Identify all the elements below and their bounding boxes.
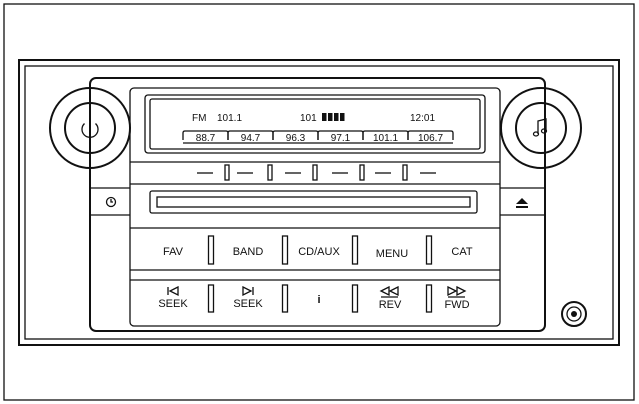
svg-text:FAV: FAV: [163, 246, 184, 258]
preset-divider: [267, 164, 273, 181]
fast-forward-icon: [447, 285, 467, 298]
eject-icon[interactable]: [516, 198, 528, 208]
preset-label: 96.3: [286, 133, 306, 144]
preset-tab: 97.1: [317, 130, 364, 144]
info-button[interactable]: i: [317, 294, 320, 306]
svg-text:CAT: CAT: [451, 246, 472, 258]
preset-divider: [359, 164, 365, 181]
menu-button[interactable]: MENU: [376, 248, 408, 260]
preset-label: 94.7: [241, 133, 261, 144]
svg-text:MENU: MENU: [376, 248, 408, 260]
fast-forward-button[interactable]: FWD: [444, 285, 470, 311]
svg-text:CD/AUX: CD/AUX: [298, 246, 340, 258]
preset-button-row: [197, 164, 436, 181]
signal-bar: [334, 113, 339, 121]
skip-forward-icon: [242, 285, 254, 297]
faceplate: [89, 77, 546, 332]
preset-label: 97.1: [331, 133, 351, 144]
signal-bar: [322, 113, 327, 121]
preset-tabs: 88.7 94.7 96.3 97.1 101.1 106.7: [182, 130, 454, 144]
music-note-icon: [532, 118, 548, 137]
svg-text:i: i: [317, 294, 320, 306]
lcd-frequency: 101.1: [217, 113, 242, 124]
lcd-band: FM: [192, 113, 206, 124]
button-divider: [281, 284, 289, 313]
button-divider: [351, 284, 359, 313]
power-icon: [81, 118, 99, 138]
button-divider: [425, 284, 433, 313]
aux-jack-icon[interactable]: [561, 301, 587, 327]
signal-bar: [340, 113, 345, 121]
button-divider: [281, 235, 289, 265]
bezel-outer: [18, 59, 620, 346]
faceplate-inner: [129, 87, 501, 327]
preset-label: 106.7: [418, 133, 443, 144]
button-divider: [425, 235, 433, 265]
skip-back-icon: [167, 285, 179, 297]
cd-slot: [149, 190, 478, 214]
button-divider: [207, 235, 215, 265]
svg-text:SEEK: SEEK: [158, 298, 188, 310]
button-divider: [351, 235, 359, 265]
preset-label: 101.1: [373, 133, 398, 144]
outer-frame: [3, 3, 635, 401]
rewind-button[interactable]: REV: [379, 285, 402, 311]
preset-tab: 94.7: [227, 130, 274, 144]
preset-divider: [402, 164, 408, 181]
signal-bar: [328, 113, 333, 121]
preset-divider: [224, 164, 230, 181]
seek-forward-button[interactable]: SEEK: [233, 285, 263, 310]
svg-text:REV: REV: [379, 299, 402, 311]
power-knob[interactable]: [49, 87, 131, 169]
preset-tab: 106.7: [407, 130, 454, 144]
svg-text:BAND: BAND: [233, 246, 264, 258]
svg-text:SEEK: SEEK: [233, 298, 263, 310]
fav-button[interactable]: FAV: [163, 246, 184, 258]
clock-icon[interactable]: [105, 196, 117, 208]
lcd-clock: 12:01: [410, 113, 435, 124]
rewind-icon: [379, 285, 399, 298]
cat-button[interactable]: CAT: [451, 246, 472, 258]
button-divider: [207, 284, 215, 313]
seek-back-button[interactable]: SEEK: [158, 285, 188, 310]
preset-tab: 88.7: [182, 130, 229, 144]
preset-divider: [312, 164, 318, 181]
bezel-inner: [24, 65, 614, 340]
preset-tab: 101.1: [362, 130, 409, 144]
tune-knob[interactable]: [500, 87, 582, 169]
lcd-display: [144, 94, 486, 154]
preset-tab: 96.3: [272, 130, 319, 144]
preset-label: 88.7: [196, 133, 216, 144]
signal-strength-bars: [322, 113, 345, 121]
band-button[interactable]: BAND: [233, 246, 264, 258]
svg-text:FWD: FWD: [444, 299, 469, 311]
cd-aux-button[interactable]: CD/AUX: [298, 246, 340, 258]
lcd-channel: 101: [300, 113, 317, 124]
